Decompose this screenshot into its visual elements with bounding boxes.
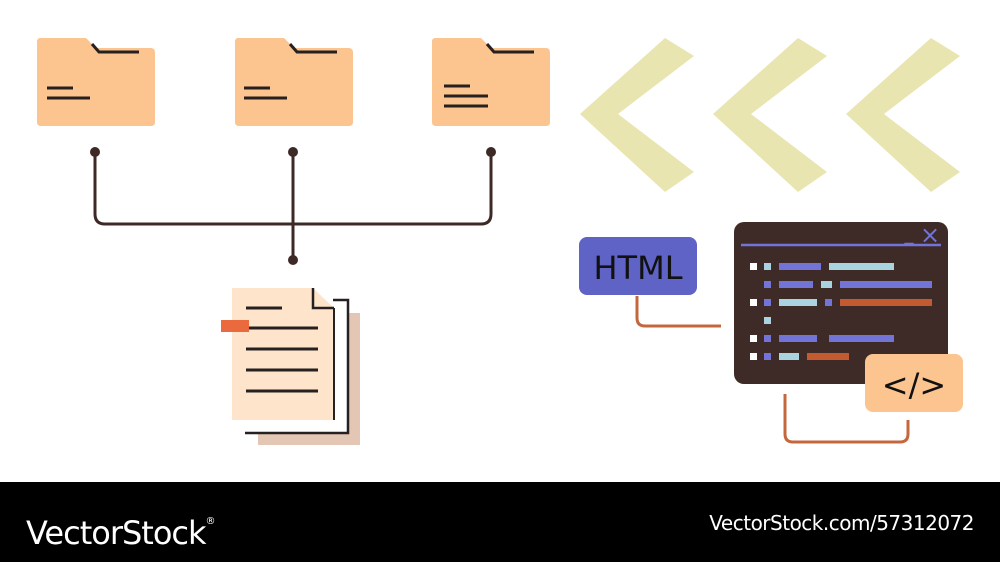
connector-dot xyxy=(288,147,298,157)
chevrons-left-icon xyxy=(580,38,960,192)
code-window: _ × xyxy=(734,221,948,384)
connector-dot xyxy=(90,147,100,157)
html-badge-label: HTML xyxy=(593,249,682,287)
document-icon xyxy=(221,288,360,445)
brand-name: VectorStock xyxy=(26,514,207,552)
diagram-canvas: HTML _ × xyxy=(37,38,963,445)
close-icon: × xyxy=(920,221,940,249)
code-tag-label: </> xyxy=(882,366,946,404)
code-tag-badge: </> xyxy=(865,354,963,412)
html-badge: HTML xyxy=(579,237,697,295)
image-id-label: VectorStock.com/57312072 xyxy=(709,511,974,535)
html-link-line xyxy=(635,296,721,328)
merge-connector xyxy=(93,152,493,260)
connector-dot xyxy=(288,255,298,265)
minimize-icon: _ xyxy=(904,224,915,245)
connector-dot xyxy=(486,147,496,157)
folder-icon xyxy=(37,38,155,126)
folder-icon xyxy=(235,38,353,126)
watermark-footer: VectorStock® VectorStock.com/57312072 xyxy=(0,482,1000,562)
brand-logo: VectorStock® xyxy=(26,502,216,553)
code-lines xyxy=(750,263,932,360)
brand-mark: ® xyxy=(205,516,216,527)
folder-icon xyxy=(432,38,550,126)
code-link-line xyxy=(783,394,910,444)
